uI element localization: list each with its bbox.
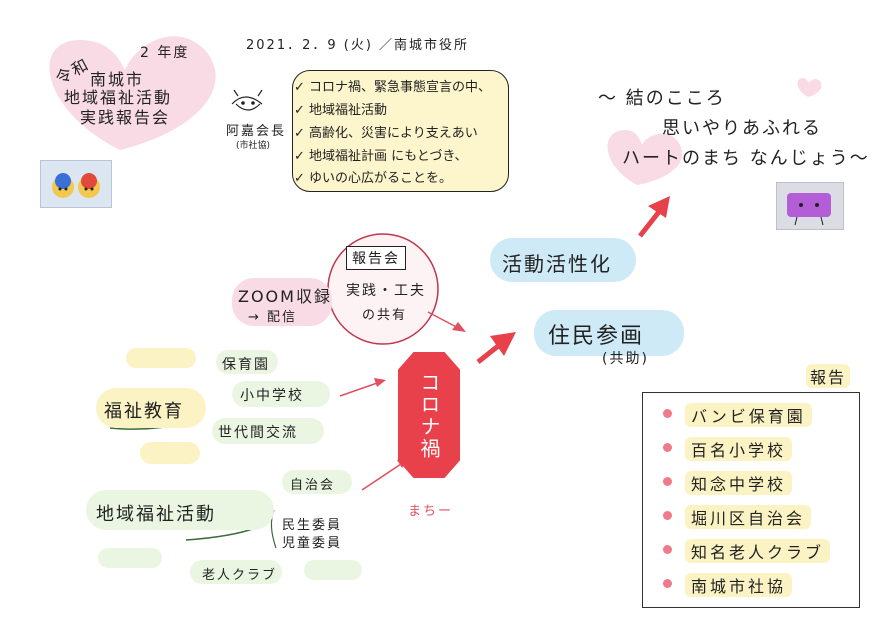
blank-yellow-note xyxy=(126,348,196,368)
welfare-edu-label: 福祉教育 xyxy=(104,401,184,422)
welfare-activity-label: 地域福祉活動 xyxy=(96,504,216,525)
corona-octagon xyxy=(398,352,460,478)
bullet-dot-icon xyxy=(663,443,672,452)
speaker-doodle xyxy=(231,89,263,111)
mascot-characters-icon xyxy=(52,173,100,198)
edu-item-nursery: 保育園 xyxy=(222,357,270,373)
title-line2: 地域福祉活動 xyxy=(64,88,173,107)
activation-label: 活動活性化 xyxy=(502,252,612,276)
edu-item-exchange: 世代間交流 xyxy=(218,425,298,441)
report-list-box: バンビ保育園 百名小学校 知念中学校 堀川区自治会 知名老人クラブ 南城市社協 xyxy=(642,392,860,608)
speaker-affiliation: (市社協) xyxy=(236,141,271,151)
callout-check-2: ✓ 地域福祉活動 xyxy=(294,103,388,118)
callout-item: 地域福祉活動 xyxy=(309,103,388,118)
slogan-line2: 思いやりあふれる xyxy=(662,118,822,139)
tiny-heart-shape xyxy=(797,78,822,97)
zoom-line2: → 配信 xyxy=(248,310,298,325)
exchange-bubble xyxy=(212,418,324,444)
bullet-dot-icon xyxy=(663,477,672,486)
heart-mascot-image xyxy=(776,182,844,230)
callout-check-3: ✓ 高齢化、災害により支えあい xyxy=(294,126,478,141)
center-line1: 実践・工夫 xyxy=(346,283,426,299)
corona-label: コロナ禍 xyxy=(417,372,441,460)
participation-sub: (共助) xyxy=(602,351,649,367)
participation-label: 住民参画 xyxy=(548,324,645,349)
welfare-edu-bubble xyxy=(96,388,206,428)
callout-check-1: ✓ コロナ禍、緊急事態宣言の中、 xyxy=(294,80,492,95)
callout-check-5: ✓ ゆいの心広がることを。 xyxy=(294,171,453,186)
activity-item-council: 自治会 xyxy=(290,478,336,493)
callout-item: 高齢化、災害により支えあい xyxy=(309,126,478,141)
report-item-label: バンビ保育園 xyxy=(685,403,812,427)
arrow-activity-to-corona xyxy=(361,461,405,491)
zoom-line1: ZOOM収録 xyxy=(238,287,332,306)
participation-bubble xyxy=(534,310,684,356)
callout-item: コロナ禍、緊急事態宣言の中、 xyxy=(309,80,492,95)
welfare-activity-bubble xyxy=(86,490,274,530)
nursery-bubble xyxy=(216,350,278,374)
council-bubble xyxy=(282,470,352,494)
center-line2: の共有 xyxy=(362,308,408,323)
blank-green-note-2 xyxy=(304,560,362,580)
zoom-bubble xyxy=(232,278,332,326)
bullet-dot-icon xyxy=(663,511,672,520)
report-item-label: 南城市社協 xyxy=(685,573,793,597)
blank-green-note xyxy=(98,548,162,568)
message-callout xyxy=(292,70,509,192)
bullet-dot-icon xyxy=(663,409,672,418)
title-line1: 南城市 xyxy=(90,70,145,89)
corona-note: まちー xyxy=(408,504,454,519)
activity-item-child-commissioner: 児童委員 xyxy=(282,536,343,551)
heart-character-icon xyxy=(787,193,831,226)
bullet-dot-icon xyxy=(663,545,672,554)
title-heart-shape xyxy=(49,36,216,150)
edu-item-school: 小中学校 xyxy=(240,388,304,404)
report-item-label: 堀川区自治会 xyxy=(685,505,812,529)
speaker-name: 阿嘉会長 xyxy=(226,124,287,139)
slogan-heart-shape xyxy=(607,130,683,185)
title-year: 2 年度 xyxy=(140,45,190,61)
date-line: 2021．2．9 (火) ／南城市役所 xyxy=(246,38,470,53)
blank-yellow-note-2 xyxy=(140,442,200,464)
callout-check-4: ✓ 地域福祉計画 にもとづき、 xyxy=(294,149,468,164)
report-heading: 報告 xyxy=(806,364,851,388)
activity-item-elder-club: 老人クラブ xyxy=(202,568,278,583)
slogan-line1: 〜 結のこころ xyxy=(598,88,726,109)
report-item-label: 知名老人クラブ xyxy=(685,539,831,563)
report-item-label: 百名小学校 xyxy=(685,437,793,461)
activity-item-welfare-commissioner: 民生委員 xyxy=(282,518,343,533)
elder-club-bubble xyxy=(190,560,282,584)
arrow-edu-to-corona xyxy=(339,381,381,397)
mascot-image xyxy=(40,160,112,208)
slogan-line3: ハートのまち なんじょう〜 xyxy=(622,148,870,169)
title-line3: 実践報告会 xyxy=(80,108,171,127)
callout-item: ゆいの心広がることを。 xyxy=(309,171,453,186)
bullet-dot-icon xyxy=(663,579,672,588)
report-meeting-box: 報告会 xyxy=(346,246,406,270)
callout-item: 地域福祉計画 にもとづき、 xyxy=(309,149,468,164)
report-item-label: 知念中学校 xyxy=(685,471,793,495)
school-bubble xyxy=(232,381,330,407)
activation-bubble xyxy=(490,238,636,282)
